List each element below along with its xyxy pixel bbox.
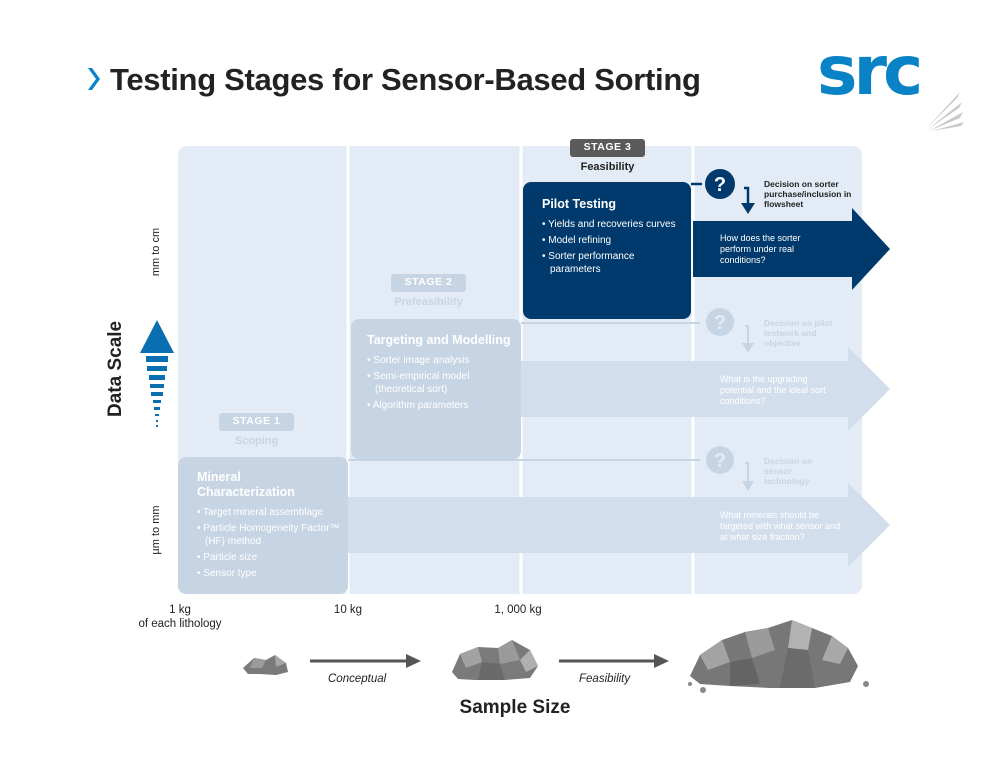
- x-tick-1000kg: 1, 000 kg: [494, 604, 542, 616]
- arrow-stage1: [348, 483, 890, 567]
- title-chevron-icon: [88, 68, 100, 90]
- stage1-box-title: Mineral Characterization: [197, 470, 295, 499]
- progress-feasibility: Feasibility: [579, 673, 631, 685]
- conceptual-arrow-icon: [310, 654, 421, 668]
- small-rock-sample-icon: [243, 655, 288, 675]
- list-item: Particle Homogeneity Factor™ (HF) method: [197, 522, 342, 548]
- question-icon-stage3: ?: [705, 169, 735, 199]
- list-item: Semi-empirical model (theoretical sort): [367, 370, 515, 396]
- src-logo: src: [815, 32, 965, 143]
- x-tick-10kg: 10 kg: [333, 604, 363, 616]
- feasibility-arrow-icon: [559, 654, 669, 668]
- svg-text:?: ?: [714, 450, 726, 472]
- stage3-decision: Decision on sorter purchase/inclusion in…: [764, 179, 852, 209]
- stage3-question: How does the sorter perform under real c…: [720, 233, 801, 265]
- question-icon-stage1: ?: [706, 446, 734, 474]
- stage1-badge: STAGE 1: [232, 415, 281, 427]
- question-icon-stage2: ?: [706, 308, 734, 336]
- stage2-decision: Decision on pilot testwork and objective: [764, 318, 833, 348]
- y-axis-top-label: mm to cm: [150, 227, 162, 277]
- arrow-stage2: [521, 347, 890, 431]
- svg-text:?: ?: [714, 174, 726, 196]
- x-tick-lithology: of each lithology: [138, 618, 222, 630]
- stage1-items: Target mineral assemblage Particle Homog…: [197, 506, 342, 580]
- list-item: Algorithm parameters: [367, 399, 515, 412]
- medium-rock-sample-icon: [452, 640, 538, 680]
- x-tick-1kg: 1 kg: [169, 604, 191, 616]
- stage3-badge: STAGE 3: [583, 141, 632, 153]
- stage2-name: Prefeasibility: [394, 296, 463, 308]
- stage3-box-content: Pilot Testing Yields and recoveries curv…: [542, 197, 684, 279]
- page-title: Testing Stages for Sensor-Based Sorting: [110, 62, 701, 97]
- list-item: Yields and recoveries curves: [542, 218, 684, 231]
- stage1-box-content: Mineral Characterization Target mineral …: [197, 470, 342, 583]
- stage1-badge-bg: [219, 413, 294, 431]
- svg-text:?: ?: [714, 312, 726, 334]
- data-scale-arrow-icon: [140, 320, 174, 427]
- stage2-box-title: Targeting and Modelling: [367, 333, 511, 347]
- stage2-question: What is the upgrading potential and the …: [720, 374, 826, 406]
- stage2-items: Sorter image analysis Semi-empirical mod…: [367, 354, 515, 412]
- stage2-badge: STAGE 2: [404, 276, 453, 288]
- stage3-items: Yields and recoveries curves Model refin…: [542, 218, 684, 276]
- logo-text: src: [817, 38, 919, 111]
- large-rock-sample-icon: [688, 620, 869, 693]
- stage1-name: Scoping: [234, 435, 279, 447]
- stage3-box-title: Pilot Testing: [542, 197, 617, 211]
- arrow-stage3: [693, 208, 890, 290]
- stage2-box-content: Targeting and Modelling Sorter image ana…: [367, 333, 515, 415]
- list-item: Particle size: [197, 551, 342, 564]
- stage3-badge-bg: [570, 139, 645, 157]
- stage3-name: Feasibility: [580, 161, 635, 173]
- x-axis-label: Sample Size: [459, 697, 571, 718]
- stage2-badge-bg: [391, 274, 466, 292]
- y-axis-label: Data Scale: [105, 320, 126, 417]
- list-item: Target mineral assemblage: [197, 506, 342, 519]
- y-axis-bottom-label: µm to mm: [150, 505, 162, 555]
- list-item: Model refining: [542, 234, 684, 247]
- progress-conceptual: Conceptual: [328, 673, 387, 685]
- list-item: Sorter image analysis: [367, 354, 515, 367]
- stage1-question: What minerals should be targeted with wh…: [720, 510, 841, 542]
- list-item: Sorter performance parameters: [542, 250, 684, 276]
- stage1-decision: Decision on sensor technology: [764, 456, 813, 486]
- list-item: Sensor type: [197, 567, 342, 580]
